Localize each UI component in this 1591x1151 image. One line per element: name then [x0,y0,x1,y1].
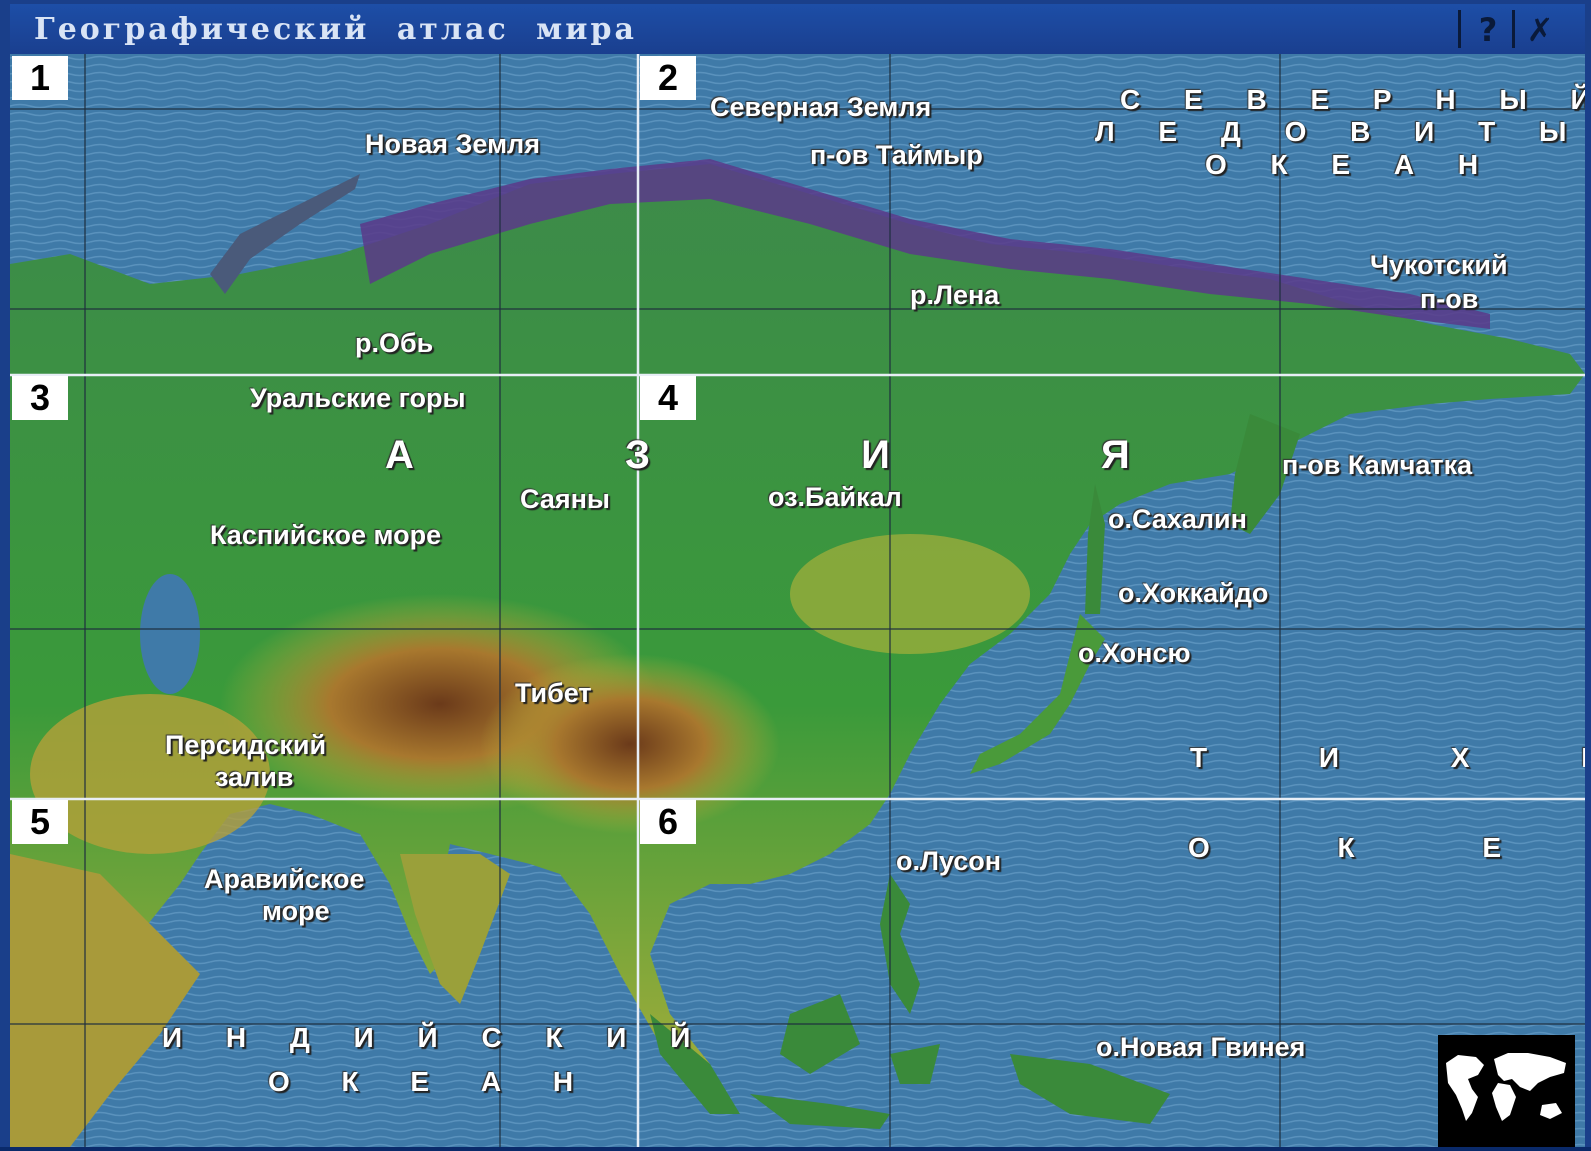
grid-minor [10,54,1585,1147]
india [400,854,510,1004]
titlebar-separator [1458,10,1461,48]
grid-major [10,54,1585,1147]
label-kamchatka: п-ов Камчатка [1282,450,1473,480]
label-sayany: Саяны [520,484,610,514]
label-persian-gulf-1: Персидский [165,730,327,760]
help-button[interactable]: ? [1478,11,1498,49]
himalaya-mountains [480,654,780,834]
caspian-sea [140,574,200,694]
label-indian-ocean-1: И Н Д И Й С К И Й [162,1022,709,1053]
label-arctic-ocean-1: С Е В Е Р Н Ы Й [1120,84,1585,115]
label-new-guinea: о.Новая Гвинея [1096,1032,1306,1062]
landmass-asia [10,164,1585,1147]
novaya-zemlya [210,174,360,294]
label-arctic-ocean-3: О К Е А Н [1205,149,1497,180]
label-pacific-1: Т И Х И Й [1190,742,1585,773]
label-arabian-sea-1: Аравийское [204,864,365,894]
label-honshu: о.Хонсю [1078,638,1191,668]
arabia-desert [30,694,270,854]
label-tibet: Тибет [515,678,592,708]
map-area: 1 2 3 4 5 6 Новая Земля Северная Земля п… [10,54,1585,1147]
label-novaya-zemlya: Новая Земля [365,129,540,159]
titlebar-separator [1512,10,1515,48]
africa-horn [10,854,200,1147]
label-baikal: оз.Байкал [768,482,902,512]
label-caspian: Каспийское море [210,520,442,550]
label-indian-ocean-2: О К Е А Н [268,1066,596,1097]
label-hokkaido: о.Хоккайдо [1118,578,1269,608]
label-ob: р.Обь [355,328,434,358]
sakhalin [1085,484,1105,614]
label-pacific-2: О К Е А Н [1188,832,1585,863]
label-persian-gulf-2: залив [215,762,294,792]
kamchatka [1230,414,1300,534]
label-luzon: о.Лусон [896,846,1002,876]
label-taimyr: п-ов Таймыр [810,140,983,170]
label-lena: р.Лена [910,280,1000,310]
label-asia: А З И Я [385,433,1230,477]
sector-4-button[interactable]: 4 [640,376,696,420]
title-bar: Географический атлас мира ? ✗ [10,4,1585,54]
label-sakhalin: о.Сахалин [1108,504,1247,534]
close-button[interactable]: ✗ [1526,11,1554,49]
indonesia [650,994,940,1129]
mongolia-plateau [790,534,1030,654]
relief-map [10,54,1585,1147]
sector-5-button[interactable]: 5 [12,800,68,844]
window-title: Географический атлас мира [34,12,637,47]
world-map-button[interactable] [1438,1035,1575,1147]
label-urals: Уральские горы [250,383,466,413]
label-arctic-ocean-2: Л Е Д О В И Т Ы Й [1095,116,1585,147]
label-chukotka-2: п-ов [1420,284,1479,314]
sector-1-button[interactable]: 1 [12,56,68,100]
label-chukotka-1: Чукотский [1370,250,1508,280]
world-map-icon [1446,1053,1566,1121]
sector-2-button[interactable]: 2 [640,56,696,100]
new-guinea [1010,1054,1170,1124]
sector-3-button[interactable]: 3 [12,376,68,420]
label-arabian-sea-2: море [262,896,330,926]
japan [970,614,1105,774]
sector-6-button[interactable]: 6 [640,800,696,844]
label-severnaya-zemlya: Северная Земля [710,92,932,122]
tundra-region [360,159,1490,329]
